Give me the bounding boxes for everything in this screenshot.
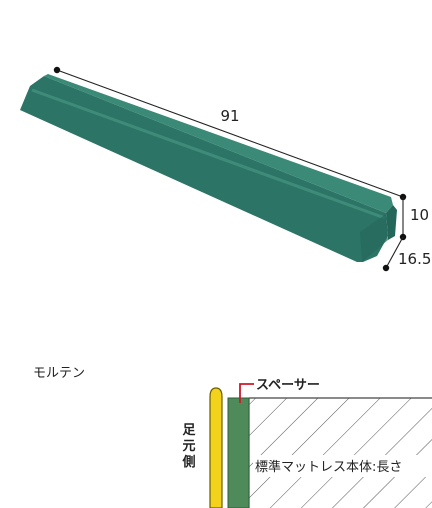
foot-side-char-1: 足 <box>182 423 196 438</box>
spacer-bar-3d <box>20 74 397 262</box>
bar-end-face <box>386 205 397 240</box>
bar-top-face <box>30 74 393 213</box>
height-label: 10 <box>410 206 429 224</box>
spacer-callout-line <box>239 383 254 403</box>
foot-side-char-3: 側 <box>181 454 195 470</box>
spacer-section <box>227 397 250 508</box>
mattress-section <box>248 397 432 508</box>
spacer-label: スペーサー <box>256 378 320 393</box>
mattress-label-background <box>253 455 432 477</box>
bar-front-face <box>20 76 388 262</box>
mattress-hatch <box>249 398 432 508</box>
foot-side-char-2: 元 <box>182 439 195 454</box>
frame-rail <box>209 387 223 508</box>
length-dimension-line <box>56 69 404 198</box>
depth-label: 16.5 <box>398 250 431 268</box>
length-dim-start-dot <box>53 66 61 74</box>
material-label: モルテン <box>33 366 85 381</box>
mattress-label: 標準マットレス本体:長さ <box>255 459 402 475</box>
bar-end-shade <box>360 214 388 262</box>
dimension-lines <box>53 66 407 272</box>
bar-edge-highlight <box>31 88 386 220</box>
depth-dim-end-dot <box>382 264 390 272</box>
length-label: 91 <box>220 107 239 125</box>
depth-dimension-line <box>385 236 404 269</box>
